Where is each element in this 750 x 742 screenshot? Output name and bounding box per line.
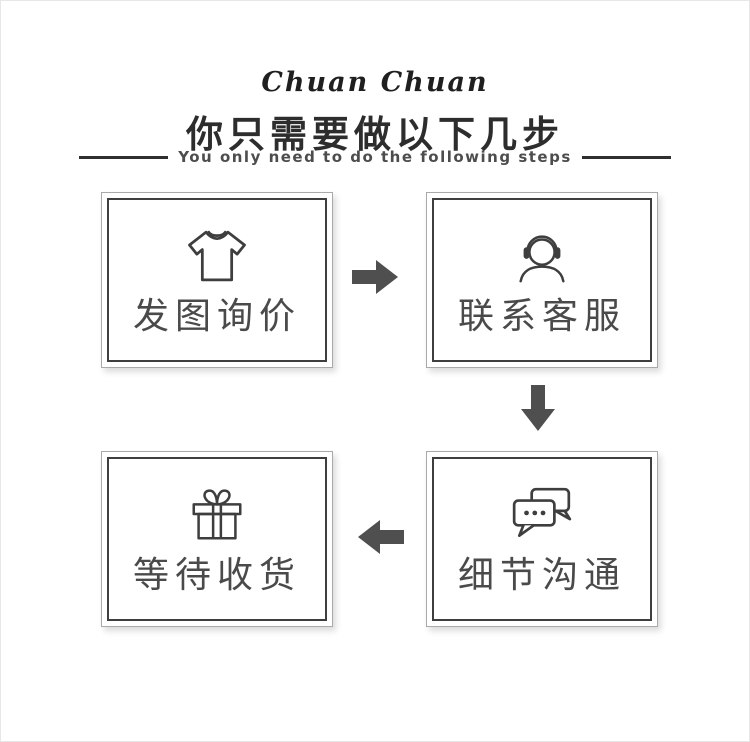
page-title: 你只需要做以下几步 [186, 113, 564, 156]
gift-box-icon [184, 484, 250, 546]
step-box-inner: 联系客服 [432, 198, 652, 362]
step-box-wait-delivery: 等待收货 [101, 451, 333, 627]
step-label: 等待收货 [132, 555, 301, 596]
step-label: 细节沟通 [457, 555, 626, 596]
subtitle-row: You only need to do the following steps [79, 148, 672, 166]
step-box-inner: 等待收货 [107, 457, 327, 621]
step-box-inner: 发图询价 [107, 198, 327, 362]
subtitle-text: You only need to do the following steps [178, 148, 572, 166]
arrow-left-icon [356, 517, 404, 557]
arrow-right-icon [352, 257, 400, 297]
customer-service-icon [509, 225, 575, 287]
step-box-send-picture: 发图询价 [101, 192, 333, 368]
chat-bubbles-icon [509, 484, 575, 546]
step-label: 发图询价 [132, 296, 301, 337]
step-box-inner: 细节沟通 [432, 457, 652, 621]
step-label: 联系客服 [457, 296, 626, 337]
step-box-contact-service: 联系客服 [426, 192, 658, 368]
subtitle-right-rule [581, 155, 672, 159]
subtitle-left-rule [79, 155, 169, 159]
step-box-discuss-details: 细节沟通 [426, 451, 658, 627]
brand-script-text: Chuan Chuan [261, 67, 489, 98]
arrow-down-icon [518, 385, 558, 433]
tshirt-icon [184, 225, 250, 287]
